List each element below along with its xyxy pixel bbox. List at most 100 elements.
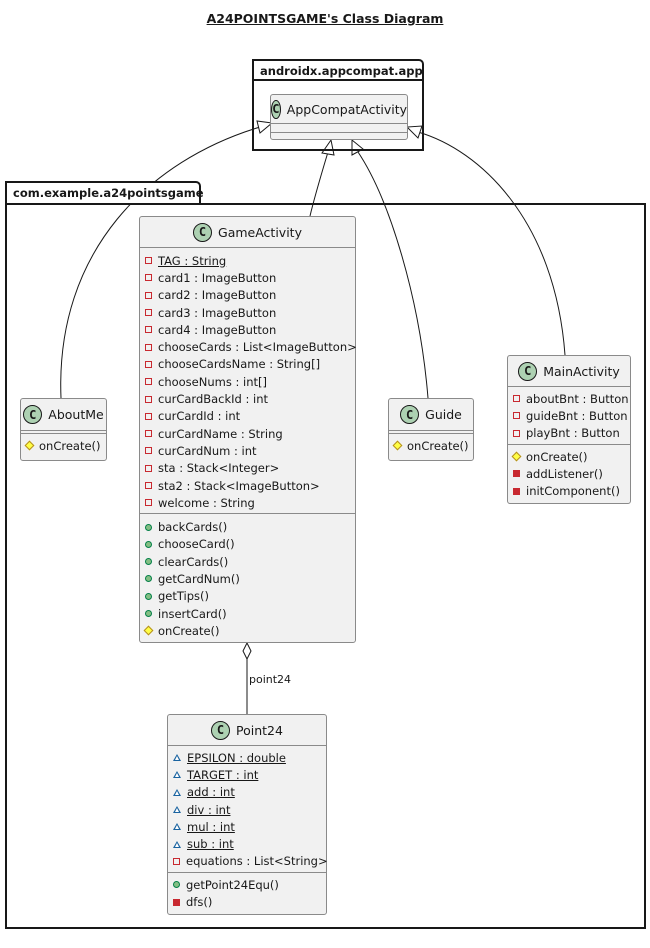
method-text: getCardNum()	[158, 571, 240, 586]
method-row: addListener()	[508, 465, 630, 482]
field-row: TARGET : int	[168, 766, 326, 783]
package-visibility-icon	[173, 771, 181, 779]
method-row: getTips()	[140, 588, 355, 605]
field-text: chooseCardsName : String[]	[158, 357, 321, 372]
field-text: curCardId : int	[158, 409, 241, 424]
field-row: guideBnt : Button	[508, 407, 630, 424]
field-row: curCardNum : int	[140, 442, 355, 459]
field-text: guideBnt : Button	[526, 408, 628, 423]
inheritance-arrow-guide	[351, 138, 364, 156]
field-text: curCardName : String	[158, 426, 283, 441]
package-visibility-icon	[173, 840, 181, 848]
field-row: sta2 : Stack<ImageButton>	[140, 477, 355, 494]
methods-compartment: backCards()chooseCard()clearCards()getCa…	[140, 513, 355, 641]
protected-visibility-icon	[24, 440, 35, 451]
private-visibility-icon	[173, 898, 180, 906]
inheritance-arrow-main	[405, 125, 423, 139]
method-text: chooseCard()	[158, 537, 235, 552]
package-visibility-icon	[173, 754, 181, 762]
class-name: GameActivity	[218, 224, 302, 240]
private-visibility-icon	[145, 343, 152, 351]
protected-visibility-icon	[511, 451, 522, 462]
private-visibility-icon	[145, 482, 152, 489]
class-header: C GameActivity	[140, 217, 355, 247]
field-text: sta2 : Stack<ImageButton>	[158, 478, 320, 493]
field-row: card1 : ImageButton	[140, 269, 355, 286]
class-aboutme[interactable]: C AboutMe onCreate()	[20, 398, 107, 461]
inheritance-aboutme	[60, 126, 261, 399]
field-row: welcome : String	[140, 494, 355, 511]
field-text: playBnt : Button	[526, 426, 620, 441]
method-text: insertCard()	[158, 606, 227, 621]
class-header: C AboutMe	[21, 399, 106, 430]
method-text: getPoint24Equ()	[186, 877, 279, 892]
class-icon: C	[400, 405, 420, 424]
field-row: EPSILON : double	[168, 749, 326, 766]
method-row: onCreate()	[140, 622, 355, 639]
method-text: dfs()	[186, 895, 213, 910]
class-name: AboutMe	[48, 407, 104, 422]
method-text: addListener()	[526, 466, 603, 481]
class-appcompatactivity[interactable]: C AppCompatActivity	[270, 94, 408, 140]
method-row: onCreate()	[389, 437, 473, 454]
field-text: sta : Stack<Integer>	[158, 461, 280, 476]
private-visibility-icon	[145, 291, 152, 299]
package-label-example: com.example.a24pointsgame	[13, 186, 204, 200]
package-label-androidx: androidx.appcompat.app	[260, 64, 423, 78]
method-text: onCreate()	[526, 449, 588, 464]
field-text: welcome : String	[158, 495, 255, 510]
private-visibility-icon	[145, 378, 152, 386]
public-visibility-icon	[173, 881, 180, 889]
private-visibility-icon	[145, 499, 152, 507]
package-tab-example: com.example.a24pointsgame	[5, 181, 204, 205]
methods-compartment: onCreate()	[21, 433, 106, 456]
methods-compartment	[271, 132, 407, 133]
private-visibility-icon	[513, 412, 520, 420]
field-text: chooseCards : List<ImageButton>	[158, 340, 357, 355]
private-visibility-icon	[513, 487, 520, 495]
class-header: C AppCompatActivity	[271, 95, 407, 123]
method-text: getTips()	[158, 589, 210, 604]
public-visibility-icon	[145, 610, 152, 618]
method-row: onCreate()	[21, 437, 106, 454]
private-visibility-icon	[145, 309, 152, 317]
package-example	[5, 203, 646, 929]
method-text: onCreate()	[407, 438, 469, 453]
inheritance-main	[417, 131, 566, 356]
public-visibility-icon	[145, 523, 152, 531]
inheritance-game	[309, 151, 329, 217]
method-row: insertCard()	[140, 605, 355, 622]
field-text: chooseNums : int[]	[158, 374, 267, 389]
class-name: MainActivity	[543, 363, 620, 379]
field-text: equations : List<String>	[186, 854, 328, 869]
diagram-title: A24POINTSGAME's Class Diagram	[206, 11, 444, 26]
field-row: TAG : String	[140, 252, 355, 269]
method-row: getCardNum()	[140, 570, 355, 587]
fields-compartment	[271, 123, 407, 132]
private-visibility-icon	[145, 257, 152, 265]
class-header: C MainActivity	[508, 356, 630, 386]
field-row: curCardName : String	[140, 425, 355, 442]
class-name: Point24	[236, 722, 283, 738]
method-row: dfs()	[168, 893, 326, 910]
private-visibility-icon	[145, 360, 152, 368]
method-text: initComponent()	[526, 484, 620, 499]
package-androidx	[252, 79, 424, 151]
class-guide[interactable]: C Guide onCreate()	[388, 398, 474, 461]
method-row: backCards()	[140, 518, 355, 535]
private-visibility-icon	[145, 395, 152, 403]
private-visibility-icon	[145, 274, 152, 282]
fields-compartment	[21, 430, 106, 433]
class-icon: C	[271, 99, 281, 119]
private-visibility-icon	[145, 430, 152, 438]
field-row: chooseCardsName : String[]	[140, 356, 355, 373]
method-row: onCreate()	[508, 448, 630, 465]
field-text: add : int	[187, 785, 235, 800]
public-visibility-icon	[145, 575, 152, 583]
